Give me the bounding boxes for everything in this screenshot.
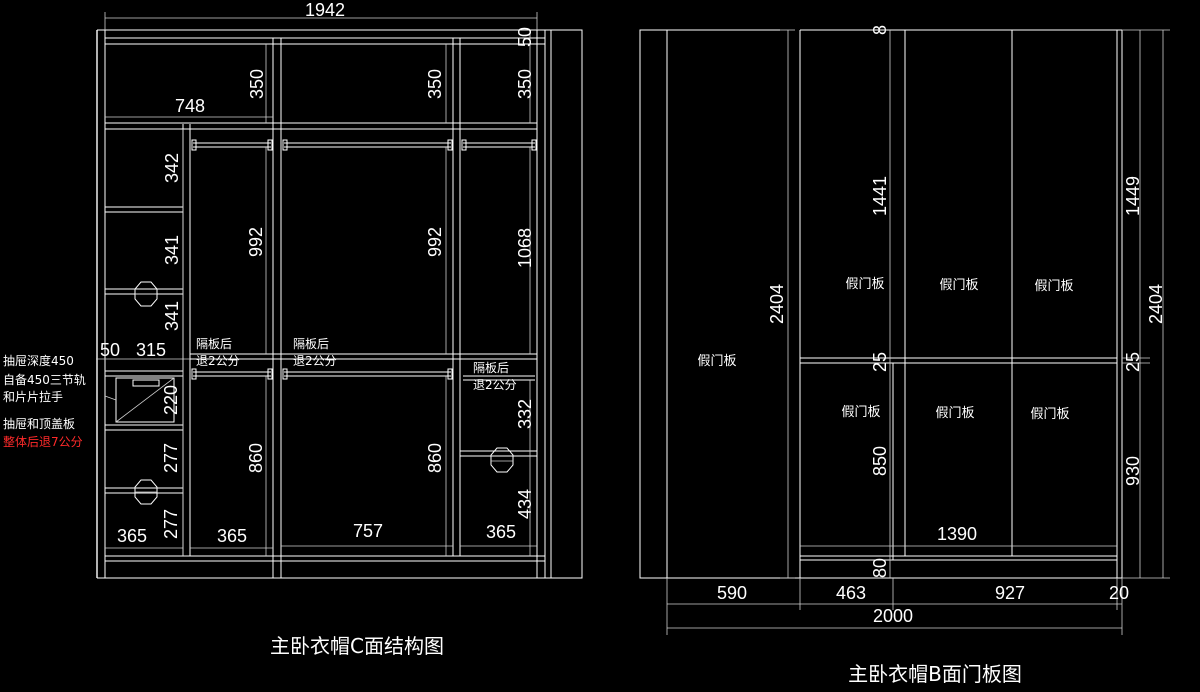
dim-341-a: 341 [162, 235, 182, 265]
right-dim-lines [666, 29, 1170, 635]
dim-1441: 1441 [870, 176, 890, 216]
dim-50-left: 50 [100, 340, 120, 360]
dim-277-b: 277 [161, 509, 181, 539]
dim-25-a: 25 [870, 352, 890, 372]
right-wall-hatch [639, 29, 668, 579]
left-caption: 主卧衣帽C面结构图 [270, 634, 444, 658]
dim-342: 342 [162, 153, 182, 183]
left-shelves [105, 122, 537, 494]
dim-2404-b: 2404 [1146, 284, 1166, 324]
dim-757: 757 [353, 521, 383, 541]
drawer-note-4: 抽屉和顶盖板 [3, 417, 75, 431]
left-wall-hatch [550, 29, 583, 579]
shelf-note-a2: 退2公分 [196, 354, 240, 368]
dim-365-c: 365 [486, 522, 516, 542]
dim-590: 590 [717, 583, 747, 603]
dim-350-a: 350 [247, 69, 267, 99]
drawer-note-1: 抽屉深度450 [3, 353, 74, 368]
dim-2000: 2000 [873, 606, 913, 626]
dim-350-c: 350 [515, 69, 535, 99]
dim-315: 315 [136, 340, 166, 360]
left-view: 1942 50 350 350 350 748 342 341 341 992 … [3, 0, 583, 658]
dim-332: 332 [515, 399, 535, 429]
panel-label-top-3: 假门板 [1034, 279, 1073, 294]
dim-927: 927 [995, 583, 1025, 603]
grommet-marks [134, 281, 514, 505]
shelf-note-c1: 隔板后 [473, 361, 509, 375]
panel-label-left: 假门板 [697, 354, 736, 369]
right-caption: 主卧衣帽B面门板图 [848, 662, 1022, 686]
dim-8: 8 [870, 25, 890, 35]
right-cabinet-frame [640, 29, 1123, 579]
shelf-note-c2: 退2公分 [473, 378, 517, 392]
dim-20: 20 [1109, 583, 1129, 603]
left-dim-lines [96, 12, 538, 556]
dim-365-a: 365 [117, 526, 147, 546]
panel-label-top-1: 假门板 [845, 277, 884, 292]
dim-434: 434 [515, 489, 535, 519]
drawer-note-3: 和片片拉手 [3, 389, 63, 404]
dim-341-b: 341 [162, 301, 182, 331]
right-view: 假门板 假门板 假门板 假门板 假门板 假门板 假门板 8 1441 2404 … [639, 25, 1170, 686]
panel-label-bottom-1: 假门板 [841, 405, 880, 420]
dim-463: 463 [836, 583, 866, 603]
dim-2404-a: 2404 [767, 284, 787, 324]
panel-label-top-2: 假门板 [939, 278, 978, 293]
hanging-rails [191, 139, 537, 381]
left-partitions [182, 38, 461, 578]
dim-1068: 1068 [515, 228, 535, 268]
shelf-note-b1: 隔板后 [293, 337, 329, 351]
dim-277-a: 277 [161, 443, 181, 473]
shelf-note-b2: 退2公分 [293, 354, 337, 368]
dim-80: 80 [870, 558, 890, 578]
panel-label-bottom-3: 假门板 [1030, 407, 1069, 422]
dim-850: 850 [870, 446, 890, 476]
dim-1390: 1390 [937, 524, 977, 544]
dim-860-a: 860 [246, 443, 266, 473]
dim-220: 220 [161, 385, 181, 415]
dim-748: 748 [175, 96, 205, 116]
left-cabinet-frame [96, 29, 551, 579]
dim-25-b: 25 [1123, 352, 1143, 372]
drawer [104, 377, 175, 423]
dim-350-b: 350 [425, 69, 445, 99]
drawer-note-2: 自备450三节轨 [3, 373, 86, 387]
panel-label-bottom-2: 假门板 [935, 406, 974, 421]
dim-930: 930 [1123, 456, 1143, 486]
dim-860-b: 860 [425, 443, 445, 473]
drawer-note-red: 整体后退7公分 [3, 434, 83, 449]
dim-365-b: 365 [217, 526, 247, 546]
dim-992-b: 992 [425, 227, 445, 257]
dim-50-top: 50 [515, 27, 535, 47]
dim-1942: 1942 [305, 0, 345, 20]
shelf-note-a1: 隔板后 [196, 337, 232, 351]
dim-1449: 1449 [1123, 176, 1143, 216]
dim-992-a: 992 [246, 227, 266, 257]
